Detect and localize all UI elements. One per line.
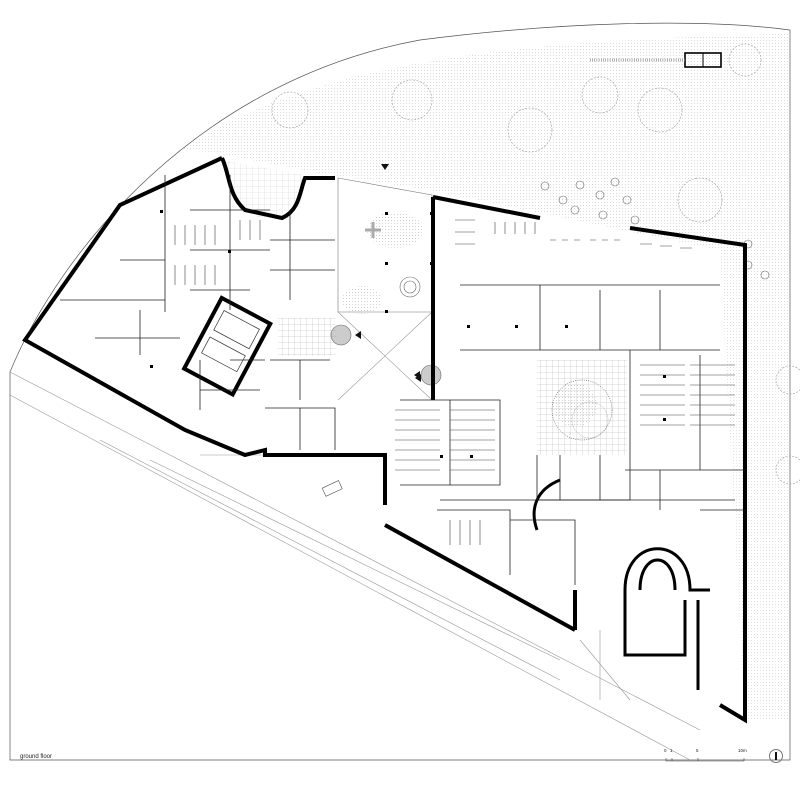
furniture-rows [174,219,735,545]
parking-ramp [532,478,710,690]
interior-partitions [60,175,745,585]
tree-canopies [271,43,800,485]
exterior-walls [22,156,747,724]
scale-tick-10m: 10m [738,748,747,753]
scale-tick-1: 1 [670,748,673,753]
scale-bar-graphic [665,758,745,762]
stair-core [181,295,273,398]
scale-tick-0: 0 [664,748,667,753]
site-landscape [9,22,800,761]
entrance-plaza [330,164,442,401]
left-courtyard [278,318,336,356]
garden [222,160,305,218]
scale-bar: 0 1 5 10m [664,748,784,768]
north-arrow-icon [769,749,783,763]
scale-tick-5: 5 [696,748,699,753]
drawing-title: ground floor [20,754,53,760]
courtyard [537,360,627,455]
structural-columns [150,210,666,458]
truck [321,480,343,497]
entrance-arrows [415,374,421,382]
